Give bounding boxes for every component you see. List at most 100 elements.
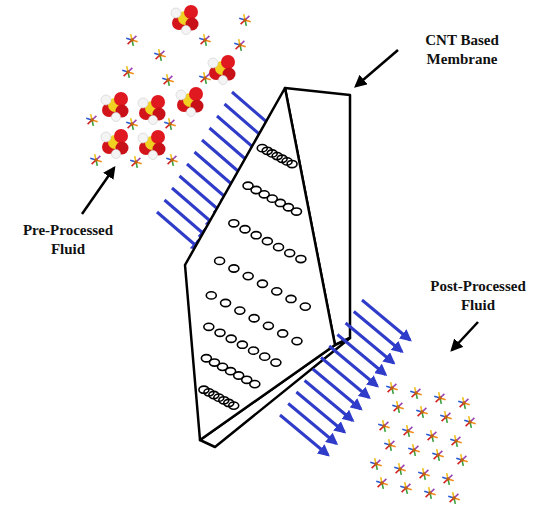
particle-core: [382, 424, 386, 428]
ion-particle: [432, 449, 443, 461]
ion-particle: [418, 468, 429, 480]
hydrogen-atom: [149, 116, 158, 125]
pore: [296, 255, 306, 262]
flow-arrow: [362, 300, 410, 340]
ion-particle: [199, 34, 210, 46]
particle-core: [168, 122, 172, 126]
hydrogen-atom: [138, 98, 148, 108]
solute-molecule: [138, 95, 166, 125]
particle-core: [170, 158, 174, 162]
solute-molecule: [101, 129, 129, 159]
ion-particle: [126, 118, 137, 130]
particle-core: [422, 472, 426, 476]
hydrogen-atom: [149, 151, 158, 160]
hydrogen-atom: [219, 76, 228, 85]
pore: [271, 359, 281, 366]
pore: [237, 341, 247, 348]
particle-core: [94, 158, 98, 162]
pore: [291, 208, 301, 215]
hydrogen-atom: [101, 95, 111, 105]
particle-core: [388, 443, 392, 447]
ion-particle: [130, 156, 141, 168]
ion-particle: [434, 392, 445, 404]
pore: [263, 322, 273, 329]
ion-particle: [162, 74, 173, 86]
pore: [260, 353, 270, 360]
solute-molecule: [176, 87, 204, 117]
pore: [300, 303, 310, 310]
membrane-pores: [199, 145, 310, 410]
ion-particle: [458, 397, 469, 409]
particle-core: [134, 160, 138, 164]
hydrogen-atom: [171, 8, 181, 18]
ion-particle: [378, 420, 389, 432]
hydrogen-atom: [112, 150, 121, 159]
particle-core: [460, 458, 464, 462]
flow-arrow: [165, 200, 209, 238]
ion-particle: [440, 411, 451, 423]
flow-arrow: [337, 335, 385, 375]
pore: [215, 329, 225, 336]
particle-core: [126, 70, 130, 74]
particle-core: [130, 122, 134, 126]
hydrogen-atom: [112, 113, 121, 122]
ion-particle: [424, 487, 435, 499]
ion-particle: [376, 477, 387, 489]
pore: [262, 238, 272, 245]
oxygen-atom: [114, 92, 128, 106]
particle-core: [203, 38, 207, 42]
flow-arrow: [313, 369, 361, 409]
flow-arrow: [329, 346, 377, 386]
ion-particle: [464, 416, 475, 428]
particle-core: [452, 496, 456, 500]
pore: [272, 288, 282, 295]
pore: [204, 323, 214, 330]
callout-label: Post-Processed Fluid: [414, 277, 542, 315]
pore: [278, 330, 288, 337]
leader-arrow: [82, 168, 114, 214]
particle-core: [462, 401, 466, 405]
ion-particle: [234, 39, 245, 51]
hydrogen-atom: [182, 26, 191, 35]
pore: [274, 244, 284, 251]
pore: [285, 249, 295, 256]
oxygen-atom: [114, 129, 128, 143]
leader-arrow: [356, 50, 398, 86]
ion-particle: [448, 492, 459, 504]
ion-particle: [386, 382, 397, 394]
pore: [292, 337, 302, 344]
particle-core: [380, 481, 384, 485]
ion-particle: [450, 435, 461, 447]
ion-particle: [370, 458, 381, 470]
oxygen-atom: [151, 95, 165, 109]
ion-particle: [408, 444, 419, 456]
particle-core: [406, 429, 410, 433]
hydrogen-atom: [138, 133, 148, 143]
pore: [206, 292, 216, 299]
ion-particle: [126, 34, 137, 46]
particle-core: [414, 391, 418, 395]
flow-arrow: [157, 212, 201, 250]
oxygen-atom: [151, 130, 165, 144]
ion-particle: [154, 49, 165, 61]
particle-core: [404, 486, 408, 490]
particle-core: [412, 448, 416, 452]
hydrogen-atom: [208, 58, 218, 68]
flow-arrow: [354, 312, 402, 352]
pore: [229, 220, 239, 227]
particle-core: [444, 415, 448, 419]
ion-particle: [400, 482, 411, 494]
flow-arrow: [288, 404, 336, 444]
fluid-particles: [370, 382, 475, 504]
pore: [229, 402, 239, 409]
particle-core: [396, 405, 400, 409]
particle-core: [446, 477, 450, 481]
ion-particle: [122, 66, 133, 78]
particle-core: [390, 386, 394, 390]
flow-arrow: [296, 392, 344, 432]
hydrogen-atom: [187, 108, 196, 117]
ion-particle: [394, 463, 405, 475]
ion-particle: [86, 114, 97, 126]
solute-molecule: [208, 55, 236, 85]
